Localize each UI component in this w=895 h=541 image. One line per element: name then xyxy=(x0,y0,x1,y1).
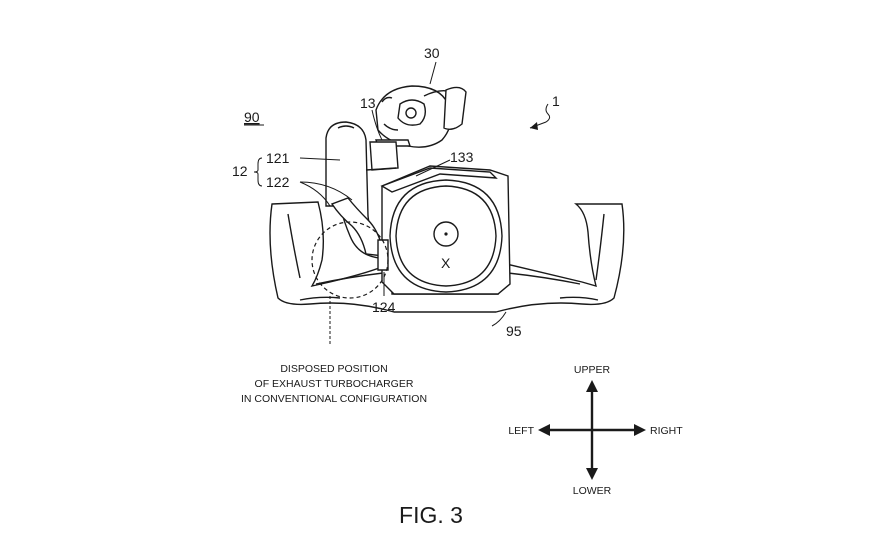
label-ref-122: 122 xyxy=(266,174,290,190)
direction-compass: UPPER LOWER LEFT RIGHT xyxy=(508,364,683,497)
annotation-line-1: DISPOSED POSITION xyxy=(280,363,387,375)
group-bracket xyxy=(253,157,263,187)
figure-caption: FIG. 3 xyxy=(399,502,463,528)
annotation-line-2: OF EXHAUST TURBOCHARGER xyxy=(255,378,414,390)
direction-upper: UPPER xyxy=(574,364,611,376)
label-ref-133: 133 xyxy=(450,149,474,165)
label-ref-12: 12 xyxy=(232,163,248,179)
label-ref-13: 13 xyxy=(360,95,376,111)
arrow-down-icon xyxy=(586,468,598,480)
direction-right: RIGHT xyxy=(650,425,683,437)
turbocharger xyxy=(375,85,467,148)
label-ref-121: 121 xyxy=(266,150,290,166)
label-ref-90: 90 xyxy=(244,109,260,125)
label-ref-30: 30 xyxy=(424,45,440,61)
label-ref-x: X xyxy=(441,255,451,271)
label-ref-1: 1 xyxy=(552,93,560,109)
direction-left: LEFT xyxy=(508,425,534,437)
label-ref-95: 95 xyxy=(506,323,522,339)
direction-lower: LOWER xyxy=(573,485,612,497)
engine-block xyxy=(380,165,511,295)
arrow-left-icon xyxy=(538,424,550,436)
conventional-position-circle xyxy=(311,221,389,299)
exhaust-pipes xyxy=(325,121,399,271)
leader-lines xyxy=(299,61,551,344)
conventional-annotation: DISPOSED POSITION OF EXHAUST TURBOCHARGE… xyxy=(241,363,427,405)
label-ref-124: 124 xyxy=(372,299,396,315)
reference-labels: 1 30 13 90 12 121 122 133 X 124 95 xyxy=(232,45,560,339)
arrow-right-icon xyxy=(634,424,646,436)
arrow-up-icon xyxy=(586,380,598,392)
annotation-line-3: IN CONVENTIONAL CONFIGURATION xyxy=(241,393,427,405)
